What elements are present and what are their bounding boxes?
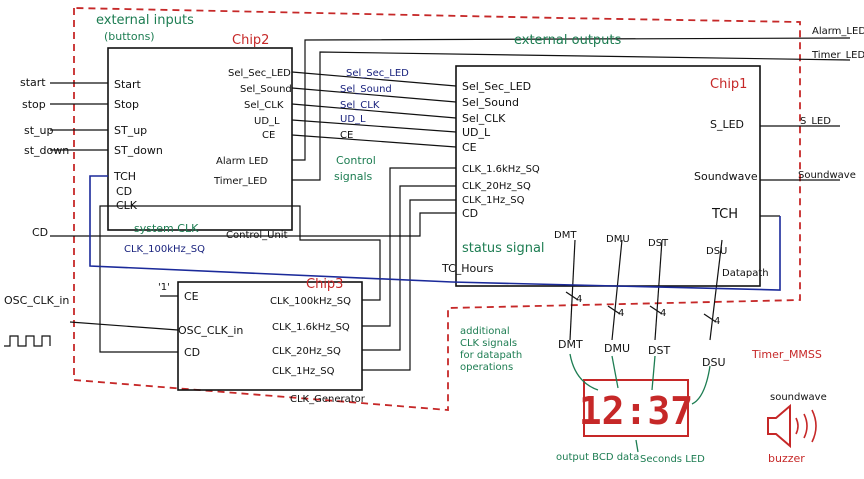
chip3-out-0: CLK_100kHz_SQ — [270, 296, 351, 307]
annot-additional-3: operations — [460, 362, 513, 373]
chip1-in-4: CE — [462, 141, 477, 154]
ext-in-cd: CD — [32, 226, 48, 239]
annot-system-clk-wire: CLK_100kHz_SQ — [124, 244, 205, 255]
chip2-out-4: CE — [262, 130, 275, 141]
wire-label-2: Sel_CLK — [340, 100, 380, 111]
chip1-clk-2: CLK_1Hz_SQ — [462, 195, 525, 206]
chip3-out-3: CLK_1Hz_SQ — [272, 366, 335, 377]
chip1-clk-1: CLK_20Hz_SQ — [462, 181, 531, 192]
chip1-bottom-3: DSU — [706, 246, 727, 257]
chip2-title: Chip2 — [232, 33, 269, 48]
display-box — [583, 379, 689, 437]
bus-width-dsu: 4 — [714, 316, 720, 327]
chip1-clk-0: CLK_1.6kHz_SQ — [462, 164, 540, 175]
chip3-title: Chip3 — [306, 277, 343, 292]
chip2-cd: CD — [116, 185, 132, 198]
ext-in-osc: OSC_CLK_in — [4, 294, 69, 307]
ext-out-sled: S_LED — [800, 116, 831, 127]
chip3-out-1: CLK_1.6kHz_SQ — [272, 322, 350, 333]
display-label-dsu: DSU — [702, 356, 726, 369]
oscillator-waveform-icon — [4, 335, 51, 347]
chip2-in-stup: ST_up — [114, 124, 147, 137]
wire-label-3: UD_L — [340, 114, 366, 125]
annot-output-bcd: output BCD data — [556, 452, 639, 463]
annot-soundwave: soundwave — [770, 392, 827, 403]
chip1-cd: CD — [462, 207, 478, 220]
annot-buttons: (buttons) — [104, 30, 155, 43]
bus-width-dmu: 4 — [618, 308, 624, 319]
chip1-in-1: Sel_Sound — [462, 96, 519, 109]
display-label-dst: DST — [648, 344, 670, 357]
chip2-clk: CLK — [116, 199, 138, 212]
chip2-timer-led: Timer_LED — [213, 176, 267, 187]
chip2-in-stop: Stop — [114, 98, 139, 111]
annot-system-clk: system CLK — [134, 222, 199, 235]
chip1-out-1: Soundwave — [694, 170, 758, 183]
chip1-in-0: Sel_Sec_LED — [462, 80, 531, 93]
chip1-bottom-2: DST — [648, 238, 669, 249]
chip2-alarm-led: Alarm LED — [216, 156, 268, 167]
chip2-out-1: Sel_Sound — [240, 84, 292, 95]
annot-status-signal: status signal — [462, 241, 545, 256]
ext-in-stop: stop — [22, 98, 46, 111]
timer-boundary — [73, 7, 801, 411]
ext-in-stup: st_up — [24, 124, 54, 137]
chip3-in-cd: CD — [184, 346, 200, 359]
annot-control-2: signals — [334, 170, 373, 183]
chip2-out-3: UD_L — [254, 116, 280, 127]
chip2-in-stdown: ST_down — [114, 144, 163, 157]
annot-additional-2: for datapath — [460, 350, 522, 361]
chip3-in-ce: CE — [184, 290, 199, 303]
annot-additional-1: CLK signals — [460, 338, 517, 349]
wire-label-1: Sel_Sound — [340, 84, 392, 95]
bus-width-dst: 4 — [660, 308, 666, 319]
chip1-bottom-1: DMU — [606, 234, 630, 245]
wire-label-0: Sel_Sec_LED — [346, 68, 409, 79]
annot-control-1: Control — [336, 154, 376, 167]
ext-out-timer: Timer_LED — [811, 50, 864, 61]
chip1-bottom-0: DMT — [554, 230, 577, 241]
annot-additional-0: additional — [460, 326, 510, 337]
buzzer-icon — [767, 403, 791, 449]
chip1-in-2: Sel_CLK — [462, 112, 506, 125]
display-label-dmu: DMU — [604, 342, 630, 355]
chip2-box — [107, 47, 293, 231]
ext-out-alarm: Alarm_LED — [812, 26, 864, 37]
chip1-out-0: S_LED — [710, 118, 744, 131]
wire-label-4: CE — [340, 130, 353, 141]
annot-seconds-led: Seconds LED — [640, 454, 705, 465]
chip2-tch: TCH — [113, 170, 136, 183]
ext-in-stdown: st_down — [24, 144, 69, 157]
display-label-dmt: DMT — [558, 338, 583, 351]
chip3-box — [177, 281, 363, 391]
chip1-title: Chip1 — [710, 77, 747, 92]
chip3-out-2: CLK_20Hz_SQ — [272, 346, 341, 357]
chip3-const-in: '1' — [158, 282, 170, 293]
chip1-subtitle: Datapath — [722, 268, 769, 279]
chip2-out-0: Sel_Sec_LED — [228, 68, 291, 79]
chip2-out-2: Sel_CLK — [244, 100, 284, 111]
chip2-subtitle: Control_Unit — [226, 230, 288, 241]
annot-external-inputs: external inputs — [96, 13, 194, 28]
ext-out-soundwave: Soundwave — [798, 170, 856, 181]
ext-in-start: start — [20, 76, 46, 89]
chip3-in-osc: OSC_CLK_in — [178, 324, 243, 337]
annot-external-outputs: external outputs — [514, 33, 622, 48]
annot-tc-hours: TC_Hours — [441, 262, 494, 275]
chip1-in-3: UD_L — [462, 126, 491, 139]
tc-hours-wire — [89, 175, 781, 291]
annot-timer-name: Timer_MMSS — [751, 348, 822, 361]
chip1-out-2: TCH — [711, 207, 738, 222]
chip3-subtitle: CLK_Generator — [290, 394, 366, 405]
annot-buzzer: buzzer — [768, 452, 805, 465]
display-digits: 12:37 — [579, 389, 693, 433]
chip2-in-start: Start — [114, 78, 142, 91]
bus-width-dmt: 4 — [576, 294, 582, 305]
